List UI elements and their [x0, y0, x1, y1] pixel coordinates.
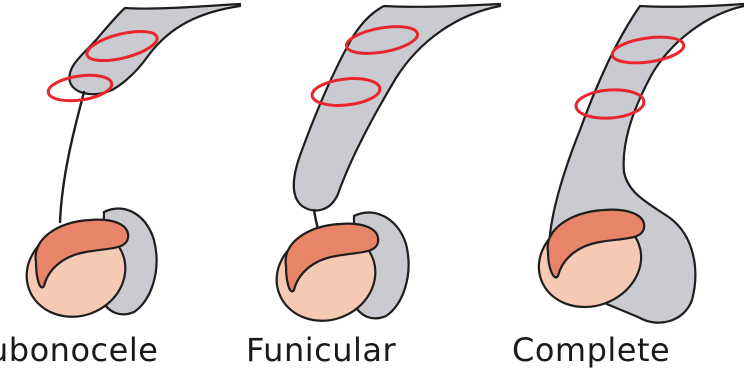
- panel-bubonocele: [14, 4, 240, 330]
- spermatic-cord-icon: [60, 92, 84, 222]
- panel-funicular: [264, 4, 500, 334]
- panel-complete: [526, 4, 744, 323]
- label-complete: Complete: [512, 328, 670, 372]
- hernia-sac-icon: [294, 4, 500, 210]
- label-bubonocele: ubonocele: [0, 328, 158, 372]
- hernia-sac-icon: [69, 4, 240, 94]
- label-funicular: Funicular: [246, 328, 396, 372]
